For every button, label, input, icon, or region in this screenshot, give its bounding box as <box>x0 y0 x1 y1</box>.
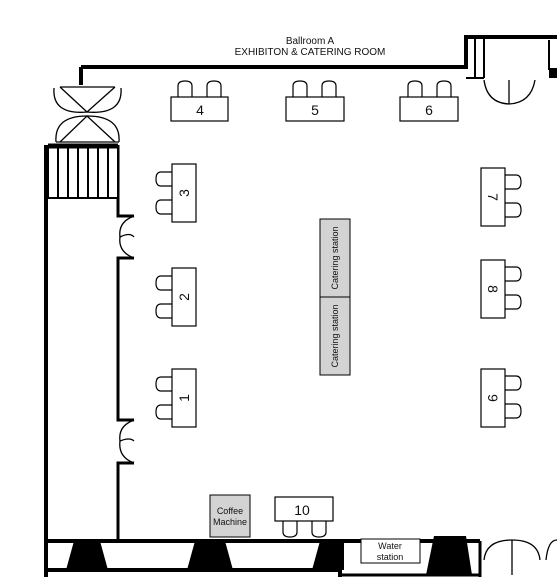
booth-9-number: 9 <box>485 394 501 402</box>
bottom-pillars <box>66 536 472 575</box>
booth-9 <box>480 368 522 428</box>
booth-4-number: 4 <box>196 102 204 118</box>
water-station-line2: station <box>377 552 404 562</box>
water-station <box>360 538 421 564</box>
catering-station-lower-label: Catering station <box>330 304 340 367</box>
booth-6 <box>399 80 459 122</box>
title-line2: EXHIBITON & CATERING ROOM <box>234 47 386 58</box>
stairs <box>47 143 119 199</box>
booth-5-number: 5 <box>311 102 319 118</box>
water-station-line1: Water <box>378 541 402 551</box>
booth-6-number: 6 <box>425 102 433 118</box>
booth-5 <box>285 80 345 122</box>
booth-1-number: 1 <box>176 394 192 402</box>
catering-stations <box>319 218 351 376</box>
booth-7-number: 7 <box>485 193 501 201</box>
booth-10 <box>274 496 334 538</box>
revolving-door <box>53 86 122 143</box>
coffee-machine-line1: Coffee <box>217 506 243 516</box>
booth-2 <box>155 267 197 327</box>
booth-4 <box>170 80 229 122</box>
left-door-upper <box>119 215 135 259</box>
catering-station-upper-label: Catering station <box>330 226 340 289</box>
booth-7 <box>480 167 522 227</box>
booth-10-number: 10 <box>294 502 310 518</box>
title-line1: Ballroom A <box>285 36 335 47</box>
left-door-lower <box>119 419 135 464</box>
bottom-right-door <box>483 539 557 575</box>
booth-1 <box>155 368 197 428</box>
top-right-door <box>483 79 536 105</box>
booth-3-number: 3 <box>176 189 192 197</box>
coffee-machine-line2: Machine <box>213 517 247 527</box>
coffee-machine <box>209 494 251 538</box>
booth-8 <box>480 259 522 319</box>
booth-2-number: 2 <box>176 293 192 301</box>
booth-3 <box>155 163 197 223</box>
booth-8-number: 8 <box>485 285 501 293</box>
